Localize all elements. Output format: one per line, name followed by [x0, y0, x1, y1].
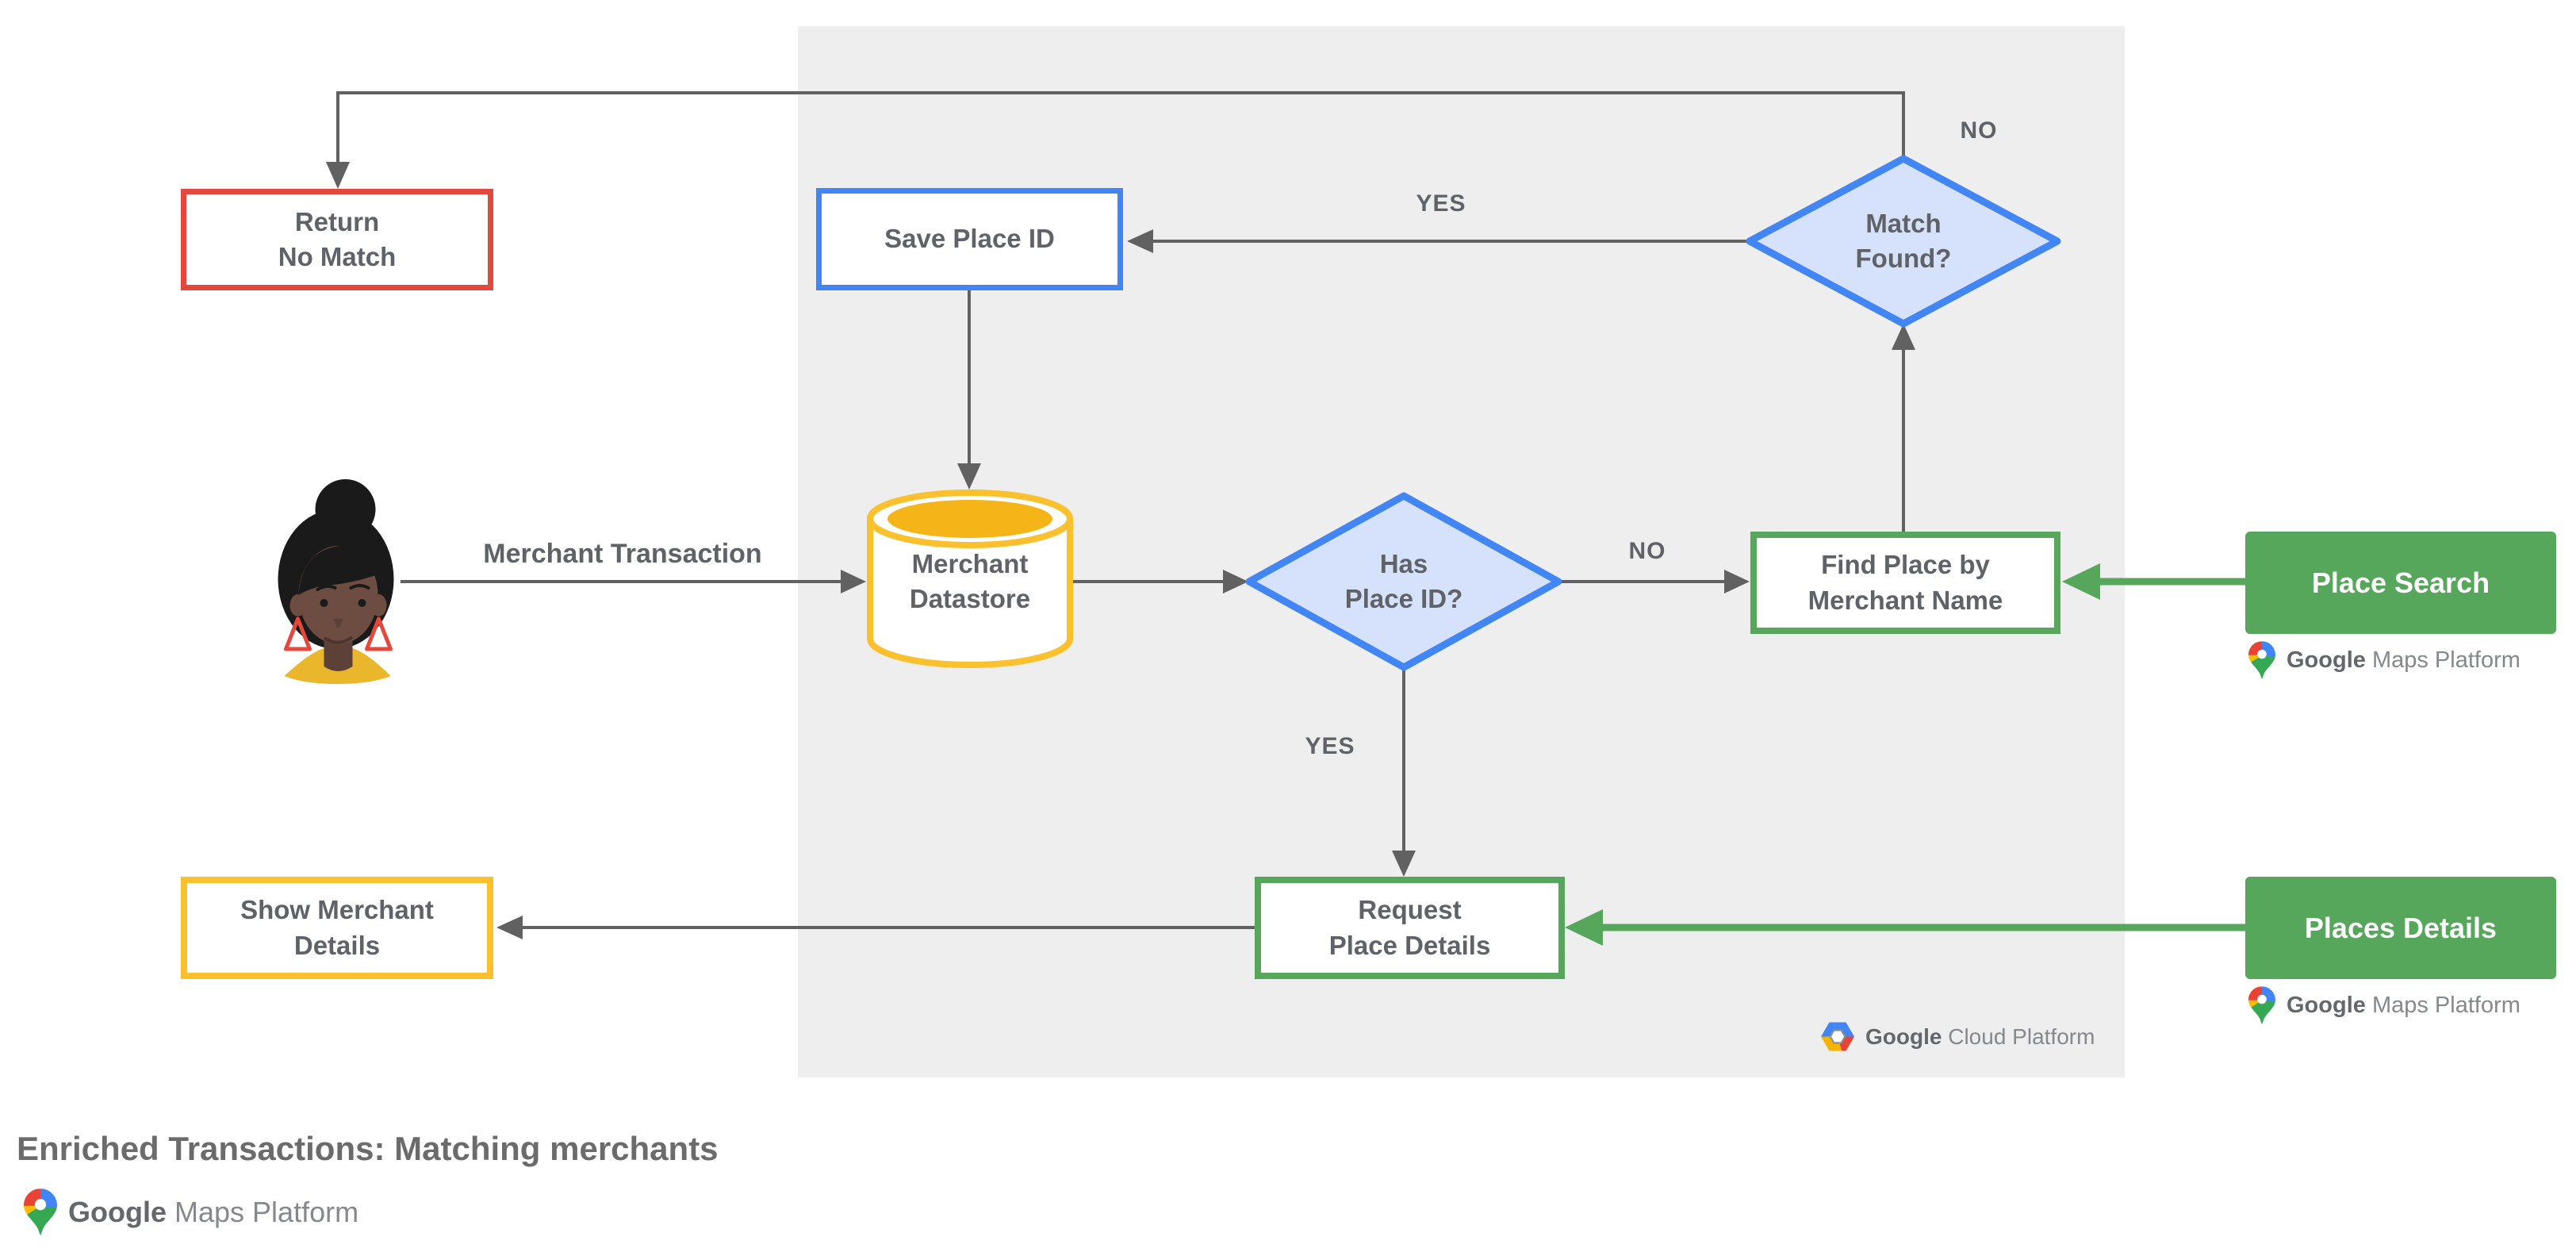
return-no-match-box: Return No Match — [181, 189, 493, 290]
maps-logo-brand: Google — [2287, 992, 2366, 1018]
maps-pin-icon — [24, 1189, 57, 1235]
edge-label-hasid-no: NO — [1628, 538, 1666, 564]
save-place-id-box: Save Place ID — [816, 188, 1123, 290]
match-found-diamond-label: Match Found? — [1855, 208, 1952, 273]
avatar-eye-left — [320, 599, 328, 607]
merchant-datastore-label: Merchant Datastore — [909, 548, 1031, 613]
arrowhead-return — [326, 162, 350, 189]
cloud-platform-hexagon-icon — [1821, 1022, 1854, 1051]
diagram-title: Enriched Transactions: Matching merchant… — [17, 1130, 719, 1167]
maps-logo-brand: Google — [2287, 647, 2366, 673]
edge-label-match-no: NO — [1960, 117, 1998, 144]
avatar-ear-left — [289, 594, 306, 616]
maps-logo-product: Maps Platform — [2371, 647, 2520, 673]
show-merchant-details-box: Show Merchant Details — [181, 877, 493, 979]
cloud-logo-product: Cloud Platform — [1948, 1023, 2095, 1049]
place-search-api-box: Place Search — [2245, 532, 2556, 634]
avatar-neck — [324, 632, 353, 671]
maps-logo-product: Maps Platform — [174, 1195, 359, 1228]
edge-label-match-yes: YES — [1416, 190, 1466, 217]
has-place-id-diamond-label: Has Place ID? — [1344, 548, 1463, 613]
avatar-eye-right — [358, 599, 366, 607]
maps-platform-logo-place-search: Google Maps Platform — [2248, 641, 2520, 679]
avatar-hair — [278, 509, 394, 649]
avatar-face — [298, 546, 378, 644]
edge-label-hasid-yes: YES — [1305, 733, 1355, 759]
google-cloud-platform-logo: Google Cloud Platform — [1821, 1022, 2095, 1051]
find-place-by-merchant-name-box: Find Place by Merchant Name — [1750, 532, 2060, 634]
avatar-hair-bun — [315, 479, 376, 540]
merchant-transaction-label: Merchant Transaction — [483, 538, 762, 569]
cloud-logo-brand: Google — [1865, 1023, 1942, 1049]
places-details-api-box: Places Details — [2245, 877, 2556, 979]
avatar-earring-right — [365, 616, 393, 651]
avatar-nose — [333, 619, 343, 628]
maps-logo-product: Maps Platform — [2371, 992, 2520, 1018]
maps-platform-logo-footer: Google Maps Platform — [24, 1189, 358, 1235]
avatar-brow-right — [349, 584, 370, 590]
maps-pin-icon — [2248, 641, 2275, 679]
arrowhead-show — [496, 916, 523, 939]
avatar-shoulders — [284, 647, 391, 684]
request-place-details-box: Request Place Details — [1255, 877, 1565, 979]
avatar-brow-left — [316, 584, 337, 591]
maps-platform-logo-places-details: Google Maps Platform — [2248, 986, 2520, 1024]
maps-pin-icon — [2248, 986, 2275, 1024]
user-avatar — [278, 479, 394, 684]
avatar-fringe — [298, 546, 378, 595]
avatar-ear-right — [370, 594, 387, 616]
avatar-mouth — [324, 636, 353, 644]
avatar-earring-left — [284, 616, 312, 651]
maps-logo-brand: Google — [68, 1195, 167, 1228]
